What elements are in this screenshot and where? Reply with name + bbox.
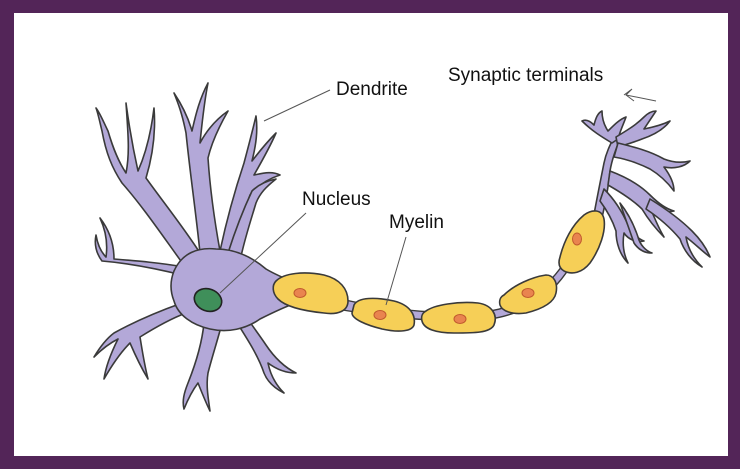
dendrite-branch-bottom (183, 323, 222, 411)
terminal-branch-2 (616, 111, 670, 147)
myelin-leader-line (386, 237, 406, 305)
synaptic-arrowhead (624, 89, 634, 101)
dendrite-branch-lower-left (94, 303, 186, 379)
myelin-nucleus-3 (454, 315, 466, 324)
myelin-nucleus-2 (374, 311, 386, 320)
myelin-nucleus-1 (294, 289, 306, 298)
myelin-segment-5 (559, 211, 604, 273)
synaptic-terminals-label: Synaptic terminals (448, 65, 603, 87)
nucleus-label: Nucleus (302, 189, 371, 211)
terminal-branch-6 (646, 199, 710, 267)
dendrite-leader-line (264, 90, 330, 121)
myelin-nucleus-4 (522, 289, 534, 298)
myelin-label: Myelin (389, 212, 444, 234)
dendrite-label: Dendrite (336, 79, 408, 101)
myelin-nucleus-5 (573, 233, 582, 245)
diagram-frame: Dendrite Nucleus Myelin Synaptic termina… (14, 13, 728, 456)
dendrite-branch-upper-right (220, 116, 280, 258)
